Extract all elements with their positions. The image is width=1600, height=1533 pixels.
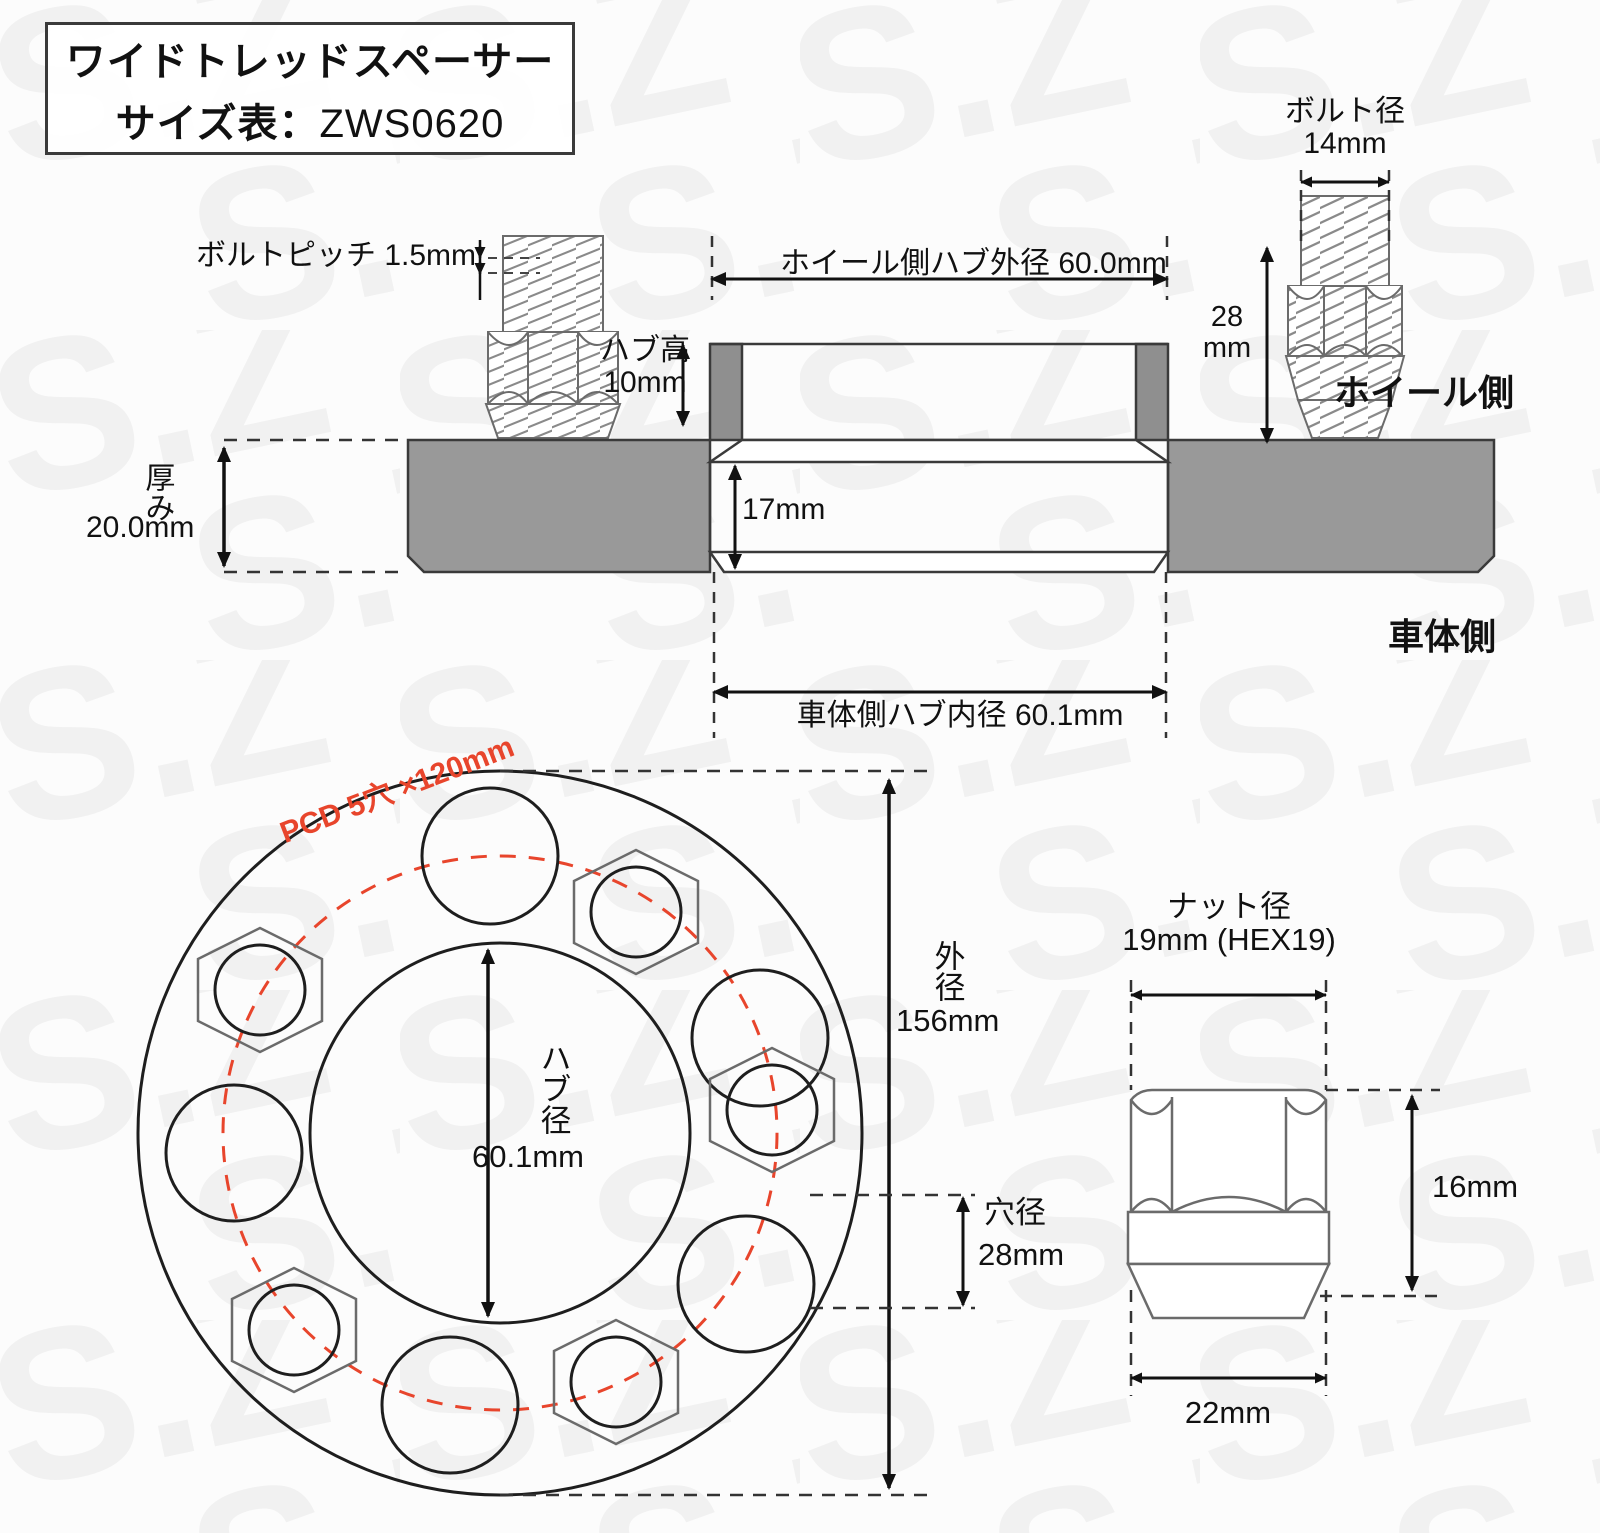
bolt-hole [420,786,560,926]
bolt-diameter-label-text: ボルト径 [1285,95,1405,128]
hole-diameter-dimension [810,1193,975,1310]
title-product-code: ZWS0620 [319,101,505,146]
body-hub-inner-dimension [712,572,1168,738]
hub-lip [705,342,1173,574]
plan-view [136,769,975,1497]
thickness-dimension [217,438,408,574]
hole-diameter-value: 28mm [978,1237,1065,1272]
bolt-hole [676,1214,816,1354]
outer-diameter-label: 外径 [929,940,965,1002]
step-depth-label: 17mm [742,493,826,526]
spacer-plate-body [406,438,1496,574]
bolt-length-unit: mm [1202,332,1252,365]
right-bolt-assembly [1284,195,1406,439]
body-hub-inner-label: 車体側ハブ内径 60.1mm [796,699,1124,732]
thickness-label: 厚み [140,462,174,522]
outer-diameter-value: 156mm [896,1003,1000,1038]
nut-detail-view [1126,980,1440,1396]
title-size-table-label: サイズ表 [115,101,279,146]
wheel-hub-outer-label: ホイール側ハブ外径 60.0mm [780,247,1167,280]
bolt-length-value: 28 [1210,301,1244,333]
title-separator: ： [278,101,320,146]
bolt-pitch-dimension [474,240,540,300]
nut-height-label: 16mm [1432,1169,1519,1204]
bolt-hole [164,1083,304,1223]
title-line-1: ワイドトレッドスペーサー [65,39,555,84]
bolt-length-label: 28 mm [1192,301,1262,365]
hub-diameter-value: 60.1mm [472,1139,584,1174]
nut-position [196,926,324,1054]
body-side-label: 車体側 [1388,616,1497,657]
bolt-diameter-label: ボルト径 14mm [1245,95,1445,161]
outer-diameter-dimension [500,769,930,1497]
nut-diameter-label-value: 19mm (HEX19) [1122,922,1336,958]
nut-position [708,1046,836,1174]
hole-diameter-label: 穴径 [984,1195,1046,1230]
wheel-side-label: ホイール側 [1334,372,1515,413]
hub-height-label-value: 10mm [603,366,687,400]
bolt-pitch-label: ボルトピッチ 1.5mm [196,239,477,272]
bolt-hole [380,1335,520,1475]
wheel-hub-outer-dimension [710,236,1169,300]
hub-height-label-text: ハブ高 [600,334,690,367]
title-box: ワイドトレッドスペーサー サイズ表：ZWS0620 [45,22,575,155]
nut-diameter-label: ナット径 19mm (HEX19) [1074,890,1384,957]
left-bolt-assembly [484,235,622,439]
bolt-hole-group [164,786,830,1475]
thickness-value: 20.0mm [86,511,195,544]
hub-height-label: ハブ高 10mm [590,334,700,400]
nut-position [230,1266,358,1394]
title-line-2: サイズ表：ZWS0620 [116,91,505,149]
bolt-diameter-label-value: 14mm [1303,127,1387,161]
cross-section-view [217,170,1496,738]
nut-position-group [196,848,836,1446]
nut-position [572,848,700,976]
bolt-diameter-dimension [1299,170,1391,250]
nut-width-label: 22mm [1184,1395,1272,1430]
nut-diameter-label-text: ナット径 [1167,889,1291,924]
hub-diameter-label: ハブ径 [535,1042,571,1135]
bolt-hole [690,968,830,1108]
nut-position [552,1318,680,1446]
